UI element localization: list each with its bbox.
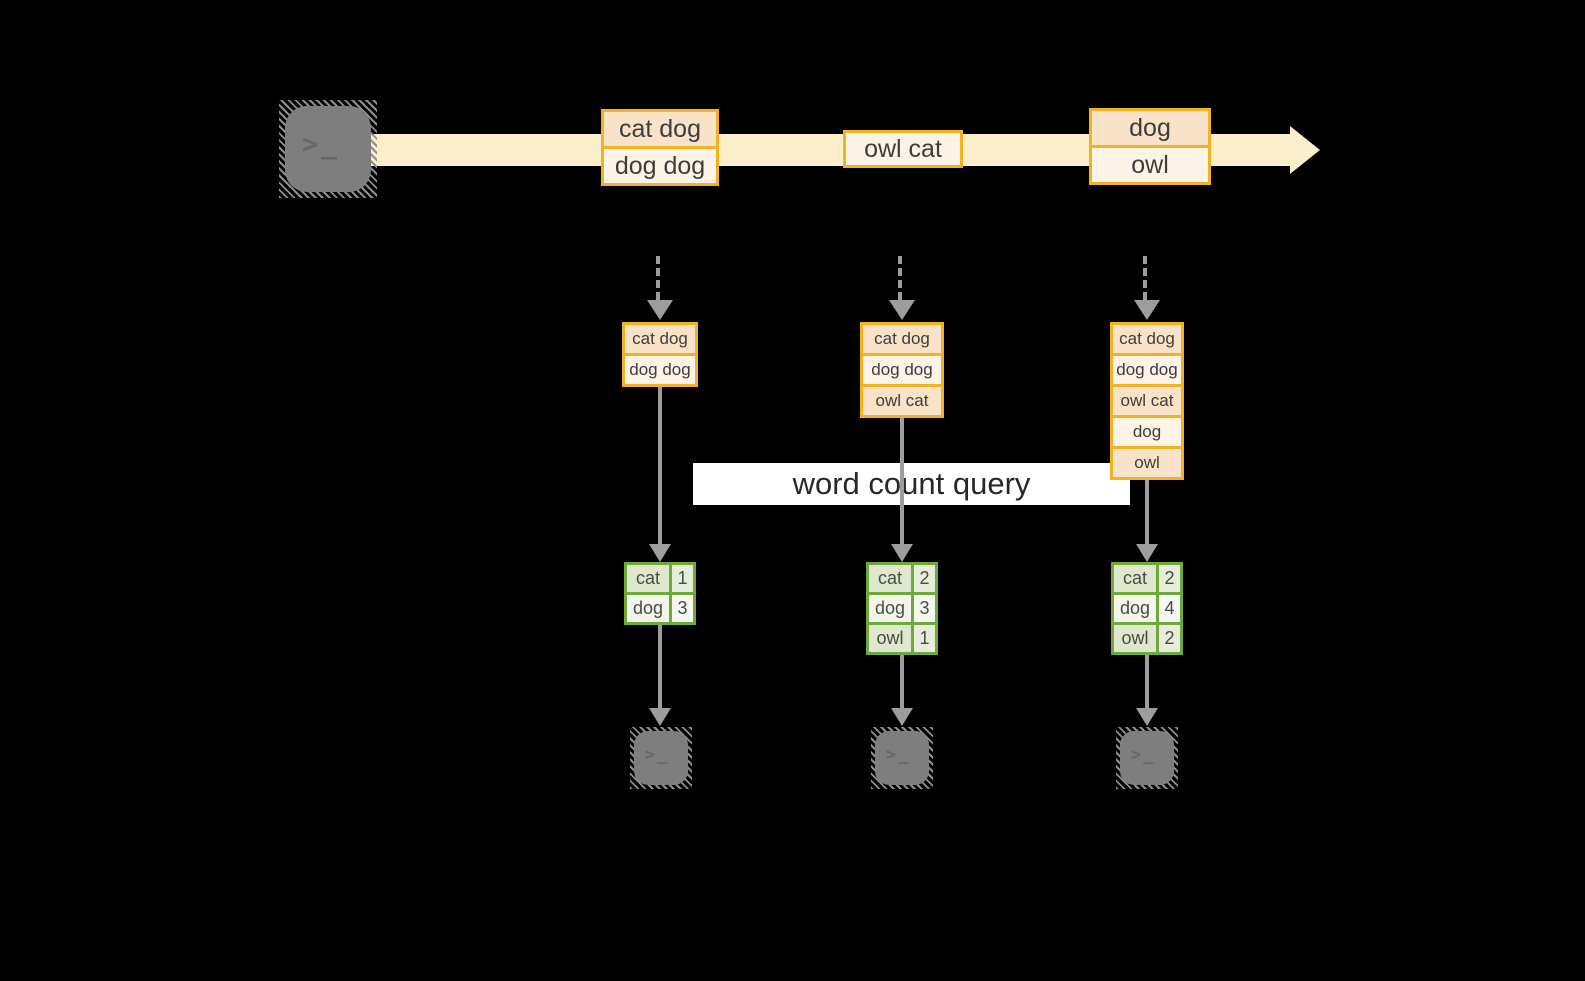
down-arrow — [900, 655, 904, 708]
count-row: owl 1 — [869, 625, 935, 652]
word-cell: cat — [869, 565, 911, 592]
buffer-cell: owl cat — [1113, 387, 1181, 415]
buffer-stack-2: cat dog dog dog owl cat — [860, 322, 944, 418]
buffer-cell: dog dog — [1113, 356, 1181, 384]
arrowhead-icon — [891, 708, 913, 726]
count-cell: 1 — [672, 565, 693, 592]
buffer-cell: owl — [1113, 449, 1181, 477]
count-row: cat 1 — [627, 565, 693, 592]
terminal-screen: >_ — [875, 731, 929, 785]
count-row: dog 3 — [627, 595, 693, 622]
query-label: word count query — [792, 466, 1031, 501]
terminal-output-icon: >_ — [1116, 727, 1178, 789]
word-cell: dog — [627, 595, 669, 622]
arrowhead-icon — [649, 544, 671, 562]
count-cell: 4 — [1159, 595, 1180, 622]
terminal-output-icon: >_ — [871, 727, 933, 789]
stream-batch-3: dog owl — [1089, 108, 1211, 185]
count-cell: 3 — [672, 595, 693, 622]
terminal-output-icon: >_ — [630, 727, 692, 789]
terminal-prompt-glyph: >_ — [885, 745, 911, 765]
buffer-cell: dog dog — [625, 356, 695, 384]
count-table-3: cat 2 dog 4 owl 2 — [1111, 562, 1183, 655]
terminal-source-icon: >_ — [279, 100, 377, 198]
arrowhead-icon — [649, 708, 671, 726]
arrowhead-icon — [891, 544, 913, 562]
count-row: cat 2 — [869, 565, 935, 592]
terminal-screen: >_ — [285, 106, 371, 192]
stream-batch-1: cat dog dog dog — [601, 109, 719, 186]
batch-line: dog dog — [604, 149, 716, 183]
terminal-prompt-glyph: >_ — [644, 745, 670, 765]
arrowhead-icon — [1134, 300, 1160, 320]
batch-line: owl cat — [846, 133, 960, 165]
terminal-prompt-glyph: >_ — [1130, 745, 1156, 765]
count-cell: 2 — [1159, 565, 1180, 592]
down-arrow — [1145, 655, 1149, 708]
arrowhead-icon — [889, 300, 915, 320]
buffer-cell: cat dog — [625, 325, 695, 353]
stream-batch-2: owl cat — [843, 130, 963, 168]
buffer-cell: dog — [1113, 418, 1181, 446]
batch-line: owl — [1092, 148, 1208, 182]
stream-arrowhead-icon — [1290, 126, 1320, 174]
count-cell: 2 — [1159, 625, 1180, 652]
buffer-cell: owl cat — [863, 387, 941, 415]
buffer-stack-3: cat dog dog dog owl cat dog owl — [1110, 322, 1184, 480]
count-row: dog 4 — [1114, 595, 1180, 622]
arrowhead-icon — [1136, 544, 1158, 562]
buffer-cell: cat dog — [1113, 325, 1181, 353]
word-cell: cat — [1114, 565, 1156, 592]
count-cell: 1 — [914, 625, 935, 652]
word-cell: owl — [869, 625, 911, 652]
count-table-2: cat 2 dog 3 owl 1 — [866, 562, 938, 655]
count-cell: 2 — [914, 565, 935, 592]
count-row: owl 2 — [1114, 625, 1180, 652]
buffer-stack-1: cat dog dog dog — [622, 322, 698, 387]
word-cell: dog — [869, 595, 911, 622]
query-label-band: word count query — [693, 463, 1130, 505]
batch-line: dog — [1092, 111, 1208, 145]
buffer-cell: cat dog — [863, 325, 941, 353]
terminal-prompt-glyph: >_ — [301, 128, 341, 160]
down-arrow-dashed — [1143, 256, 1147, 300]
down-arrow — [1145, 480, 1149, 544]
count-table-1: cat 1 dog 3 — [624, 562, 696, 625]
word-cell: dog — [1114, 595, 1156, 622]
down-arrow — [658, 625, 662, 708]
count-cell: 3 — [914, 595, 935, 622]
terminal-screen: >_ — [1120, 731, 1174, 785]
count-row: cat 2 — [1114, 565, 1180, 592]
word-cell: owl — [1114, 625, 1156, 652]
down-arrow — [658, 387, 662, 544]
terminal-screen: >_ — [634, 731, 688, 785]
word-cell: cat — [627, 565, 669, 592]
arrowhead-icon — [1136, 708, 1158, 726]
buffer-cell: dog dog — [863, 356, 941, 384]
count-row: dog 3 — [869, 595, 935, 622]
arrowhead-icon — [647, 300, 673, 320]
down-arrow-dashed — [656, 256, 660, 300]
batch-line: cat dog — [604, 112, 716, 146]
down-arrow — [900, 418, 904, 544]
down-arrow-dashed — [898, 256, 902, 300]
